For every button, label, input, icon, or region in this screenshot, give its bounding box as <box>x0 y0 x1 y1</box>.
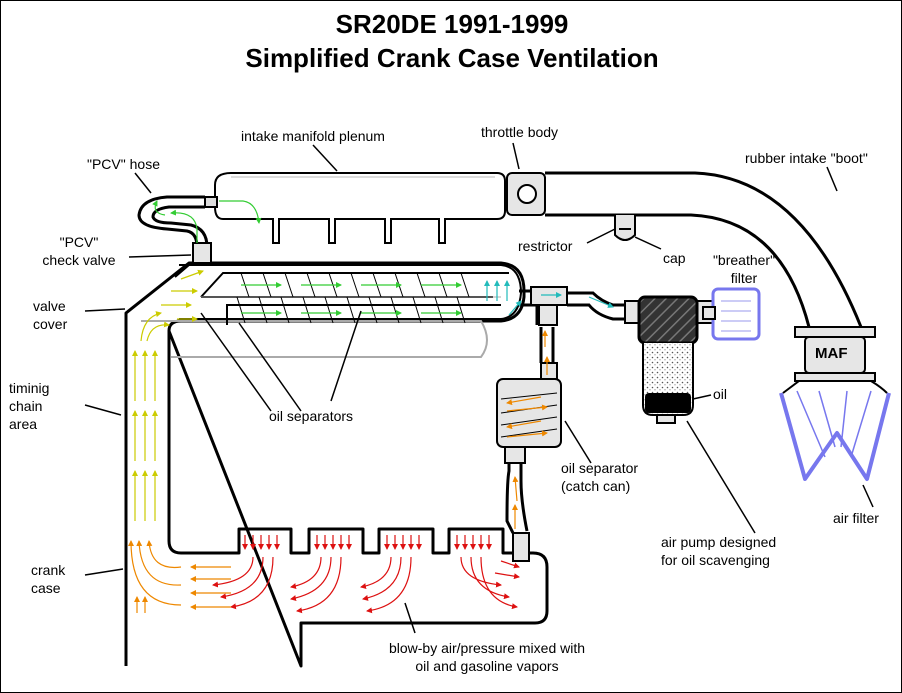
label-oil-separators: oil separators <box>269 408 354 424</box>
diagram-title-line2: Simplified Crank Case Ventilation <box>245 43 659 73</box>
flow-arrows-orange <box>128 540 231 613</box>
flow-arrows-green <box>152 200 462 316</box>
restrictor <box>614 215 636 241</box>
label-blow-by: blow-by air/pressure mixed with oil and … <box>357 639 617 675</box>
diagram-title-line1: SR20DE 1991-1999 <box>335 9 569 39</box>
label-timing-chain-line1: timinig <box>9 380 50 396</box>
label-rubber-intake-boot: rubber intake "boot" <box>745 150 868 166</box>
catch-can <box>496 378 562 464</box>
valve-cover-lower-edge <box>141 320 488 358</box>
label-breather-filter-line2: filter <box>730 270 758 286</box>
label-catch-can-line2: (catch can) <box>561 478 631 494</box>
valve-cover <box>179 264 523 320</box>
tee-stem <box>538 304 558 326</box>
label-cap: cap <box>663 250 686 266</box>
air-filter-neck <box>782 380 888 394</box>
air-filter <box>779 390 891 481</box>
label-catch-can-line1: oil separator <box>561 460 639 476</box>
label-air-pump-line1: air pump designed <box>661 534 777 550</box>
label-blow-by-line2: oil and gasoline vapors <box>415 658 559 674</box>
catch-can-fitting-top <box>540 362 558 380</box>
label-crank-case: crank case <box>31 561 65 597</box>
engine-block <box>124 261 549 668</box>
pcv-check-valve <box>192 242 212 264</box>
flow-arrows-yellow <box>132 269 204 521</box>
label-blow-by-line1: blow-by air/pressure mixed with <box>388 640 586 656</box>
label-valve-cover-line2: cover <box>33 316 68 332</box>
label-breather-filter: "breather" filter <box>699 251 789 287</box>
label-throttle-body: throttle body <box>481 124 559 140</box>
label-pcv-check-valve-line2: check valve <box>42 252 116 268</box>
pcv-hose <box>137 195 209 248</box>
crank-case-fitting <box>512 532 530 562</box>
label-maf: MAF <box>815 345 848 362</box>
label-pcv-hose: "PCV" hose <box>87 156 160 172</box>
label-crank-case-line1: crank <box>31 562 66 578</box>
intake-manifold-plenum <box>204 172 506 244</box>
flow-arrows-catch-can <box>506 330 550 529</box>
label-catch-can: oil separator (catch can) <box>561 459 638 495</box>
label-valve-cover: valve cover <box>33 297 67 333</box>
label-air-pump: air pump designed for oil scavenging <box>661 533 776 569</box>
label-oil: oil <box>713 386 728 402</box>
flow-arrows-cyan <box>484 280 614 316</box>
label-air-pump-line2: for oil scavenging <box>661 552 770 568</box>
label-air-filter: air filter <box>833 510 879 526</box>
label-pcv-check-valve: "PCV" check valve <box>29 233 129 269</box>
air-pump <box>624 295 716 424</box>
leader-lines <box>84 142 874 634</box>
label-pcv-check-valve-line1: "PCV" <box>59 234 99 250</box>
breather-filter <box>702 287 761 341</box>
label-valve-cover-line1: valve <box>33 298 66 314</box>
label-timing-chain-line2: chain <box>9 398 43 414</box>
flow-arrows-red <box>212 535 520 614</box>
throttle-body <box>506 172 546 216</box>
label-crank-case-line2: case <box>31 580 61 596</box>
label-timing-chain-area: timinig chain area <box>9 379 49 433</box>
tee-fitting <box>530 286 568 306</box>
label-intake-manifold-plenum: intake manifold plenum <box>241 128 385 144</box>
intake-boot <box>545 171 863 328</box>
label-breather-filter-line1: "breather" <box>712 252 776 268</box>
maf-sensor <box>794 326 876 382</box>
label-restrictor: restrictor <box>518 238 573 254</box>
label-timing-chain-line3: area <box>9 416 38 432</box>
